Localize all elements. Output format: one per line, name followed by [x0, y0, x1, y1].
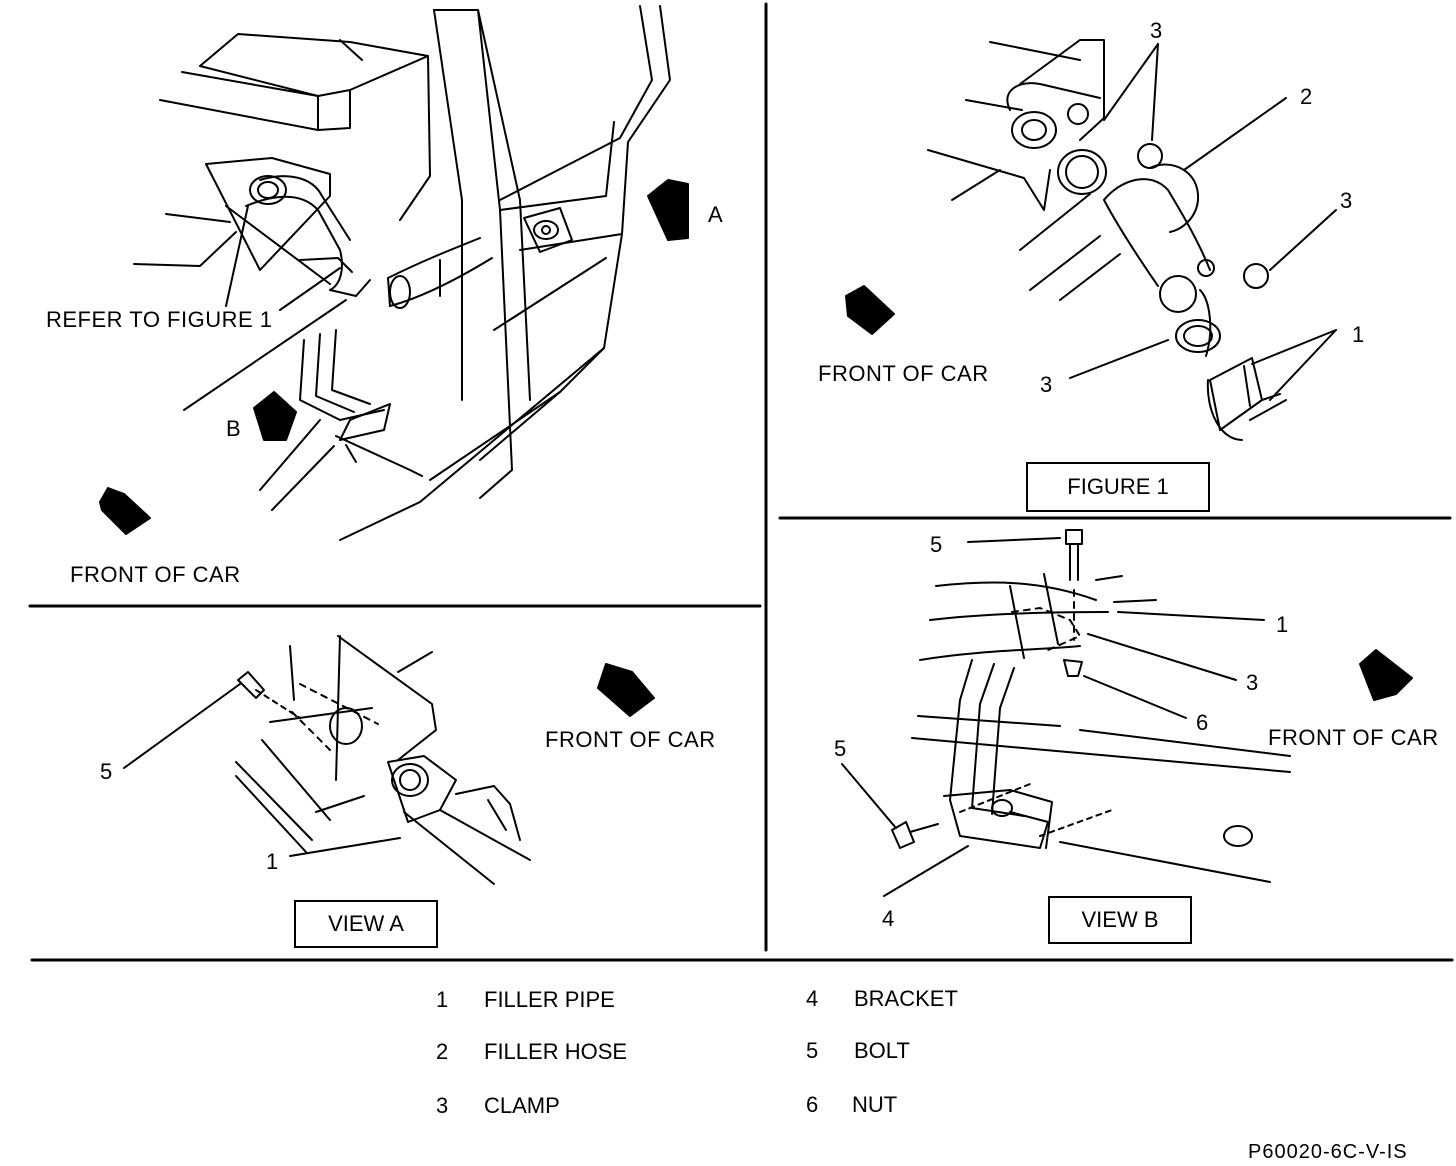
view-b-callout-nut: 6: [1196, 710, 1209, 735]
view-a-callout-pipe: 1: [266, 849, 279, 874]
view-b-callout-bolt-top: 5: [930, 532, 943, 557]
view-a-title: VIEW A: [328, 911, 404, 936]
view-a-title-box: VIEW A: [294, 900, 438, 948]
main-front-of-car-label: FRONT OF CAR: [70, 562, 241, 587]
view-b-title: VIEW B: [1081, 907, 1159, 932]
figure1-front-of-car-label: FRONT OF CAR: [818, 361, 989, 386]
panel-dividers: [28, 2, 1454, 962]
legend-text-1: FILLER PIPE: [484, 987, 615, 1012]
figure1-callout-hose: 2: [1300, 84, 1313, 109]
view-a-arrow-label: A: [708, 202, 724, 227]
legend-text-2: FILLER HOSE: [484, 1039, 628, 1064]
view-b-callout-bolt-side: 5: [834, 736, 847, 761]
legend-num-2: 2: [436, 1039, 449, 1064]
legend-num-4: 4: [806, 986, 819, 1011]
view-b-front-of-car-label: FRONT OF CAR: [1268, 725, 1439, 750]
figure1-callout-clamp-right: 3: [1340, 188, 1353, 213]
view-a-front-of-car-label: FRONT OF CAR: [545, 727, 716, 752]
main-view-drawing: [99, 5, 689, 541]
legend-num-5: 5: [806, 1038, 819, 1063]
legend-text-6: NUT: [852, 1092, 898, 1117]
view-b-callout-pipe: 1: [1276, 612, 1289, 637]
figure1-callout-clamp-left: 3: [1040, 372, 1053, 397]
figure1-callout-pipe: 1: [1352, 322, 1365, 347]
figure1-callout-clamp-top: 3: [1150, 18, 1163, 43]
view-a-drawing: [123, 635, 655, 885]
figure-code: P60020-6C-V-IS: [1248, 1141, 1408, 1163]
refer-figure1-label: REFER TO FIGURE 1: [46, 307, 273, 332]
view-b-callout-bracket: 4: [882, 906, 895, 931]
view-a-callout-bolt: 5: [100, 759, 113, 784]
view-b-title-box: VIEW B: [1048, 896, 1192, 944]
legend-text-3: CLAMP: [484, 1093, 560, 1118]
figure1-title: FIGURE 1: [1067, 474, 1169, 499]
legend-num-6: 6: [806, 1092, 819, 1117]
view-b-callout-clamp: 3: [1246, 670, 1259, 695]
view-b-arrow-label: B: [226, 416, 242, 441]
legend-text-4: BRACKET: [854, 986, 958, 1011]
figure1-drawing: [845, 39, 1337, 441]
legend-text-5: BOLT: [854, 1038, 910, 1063]
legend-num-1: 1: [436, 987, 449, 1012]
view-b-drawing: [841, 529, 1413, 897]
figure1-title-box: FIGURE 1: [1026, 462, 1210, 512]
legend-num-3: 3: [436, 1093, 449, 1118]
